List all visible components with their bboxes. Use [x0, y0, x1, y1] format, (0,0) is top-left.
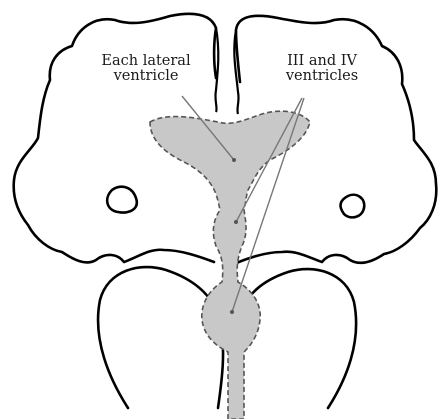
- third-fourth-ventricles-label-line2: ventricles: [262, 69, 382, 84]
- third-ventricle-dot: [234, 220, 238, 224]
- fourth-ventricle-dot: [230, 310, 234, 314]
- lateral-ventricle-label-line2: ventricle: [86, 69, 206, 84]
- lateral-ventricle-dot: [232, 158, 236, 162]
- third-fourth-ventricles-label: III and IV ventricles: [262, 54, 382, 84]
- lateral-ventricle-label: Each lateral ventricle: [86, 54, 206, 84]
- ventricular-system: [150, 111, 310, 419]
- left-cerebellum-outline: [98, 267, 223, 408]
- left-internal-structure: [107, 187, 137, 213]
- lateral-ventricle-label-line1: Each lateral: [86, 54, 206, 69]
- right-internal-structure: [341, 195, 365, 218]
- third-fourth-ventricles-label-line1: III and IV: [262, 54, 382, 69]
